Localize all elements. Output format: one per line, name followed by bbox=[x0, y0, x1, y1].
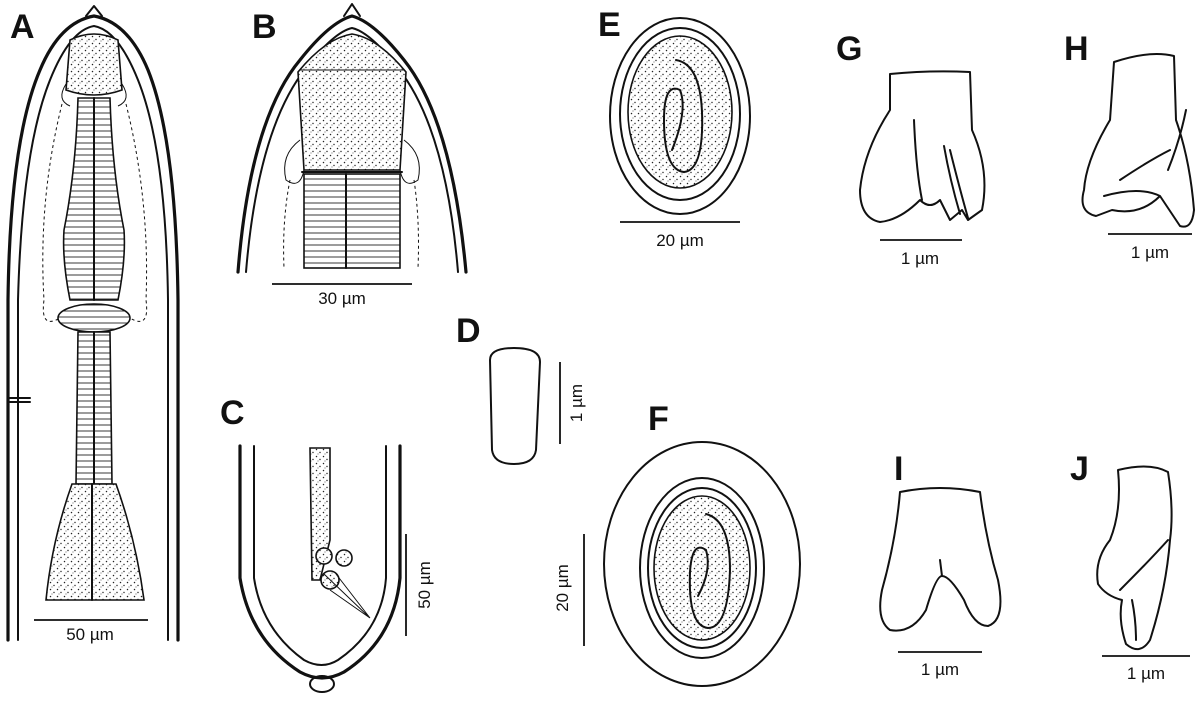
panel-j-drawing bbox=[1096, 465, 1173, 651]
panel-a-drawing bbox=[6, 5, 180, 642]
panel-a: A 50 µm bbox=[6, 5, 180, 644]
panel-letter-d: D bbox=[456, 312, 481, 350]
panel-b: B 30 µm bbox=[236, 3, 468, 308]
scale-label-e: 20 µm bbox=[656, 231, 704, 250]
panel-d: D 1 µm bbox=[456, 312, 586, 465]
panel-e-drawing bbox=[609, 17, 751, 215]
panel-letter-g: G bbox=[836, 30, 862, 68]
panel-i-drawing bbox=[879, 487, 1002, 632]
panel-f: F 20 µm bbox=[553, 400, 801, 687]
panel-b-drawing bbox=[236, 3, 468, 274]
scale-label-f: 20 µm bbox=[553, 564, 572, 612]
panel-d-drawing bbox=[489, 347, 541, 465]
panel-c-drawing bbox=[238, 444, 402, 693]
panel-h: H 1 µm bbox=[1064, 30, 1195, 262]
scale-label-b: 30 µm bbox=[318, 289, 366, 308]
panel-c: C 50 µm bbox=[220, 394, 434, 693]
panel-letter-a: A bbox=[10, 8, 35, 46]
scale-label-d: 1 µm bbox=[567, 384, 586, 422]
scale-label-i: 1 µm bbox=[921, 660, 959, 679]
scale-label-a: 50 µm bbox=[66, 625, 114, 644]
panel-letter-j: J bbox=[1070, 450, 1089, 488]
scale-label-g: 1 µm bbox=[901, 249, 939, 268]
panel-i: I 1 µm bbox=[879, 450, 1002, 679]
scale-label-c: 50 µm bbox=[415, 561, 434, 609]
panel-letter-f: F bbox=[648, 400, 669, 438]
panel-f-drawing bbox=[603, 441, 801, 687]
scale-label-j: 1 µm bbox=[1127, 664, 1165, 683]
panel-letter-i: I bbox=[894, 450, 903, 488]
panel-j: J 1 µm bbox=[1070, 450, 1190, 683]
panel-letter-b: B bbox=[252, 8, 277, 46]
scale-label-h: 1 µm bbox=[1131, 243, 1169, 262]
panel-g-drawing bbox=[859, 70, 986, 223]
panel-h-drawing bbox=[1081, 53, 1195, 228]
panel-letter-c: C bbox=[220, 394, 245, 432]
panel-letter-e: E bbox=[598, 6, 621, 44]
panel-g: G 1 µm bbox=[836, 30, 986, 268]
panel-e: E 20 µm bbox=[598, 6, 751, 250]
panel-letter-h: H bbox=[1064, 30, 1089, 68]
